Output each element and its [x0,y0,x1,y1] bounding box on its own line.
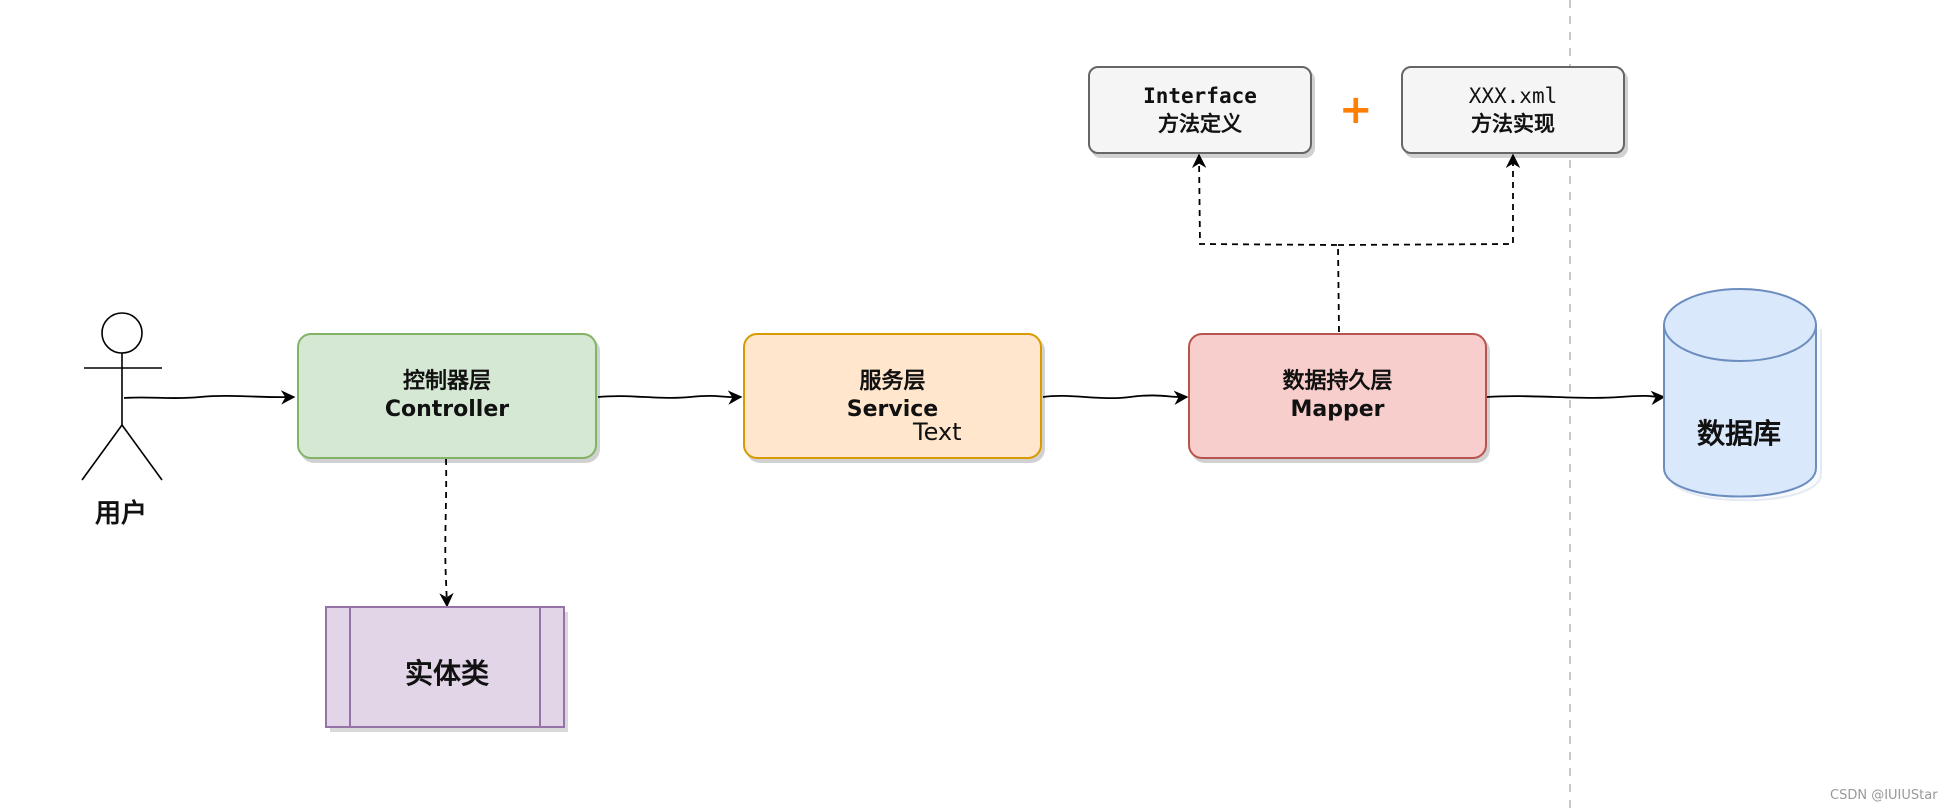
interface-title: Interface [1143,84,1257,108]
service-subtitle: Service [846,397,939,422]
mapper-node[interactable]: 数据持久层 Mapper [1188,333,1487,459]
controller-node[interactable]: 控制器层 Controller [297,333,597,459]
entity-label: 实体类 [405,657,490,690]
database-label: 数据库 [1697,417,1782,450]
arrow-mapper-to-database [1486,390,1666,406]
arrow-user-to-controller [123,390,296,405]
entity-shape [325,606,568,732]
arrow-controller-to-service [597,390,743,405]
watermark: CSDN @IUIUStar [1830,788,1938,803]
service-node[interactable]: 服务层 Service [743,333,1042,459]
controller-subtitle: Controller [384,397,510,422]
service-overlay-text: Text [913,418,962,446]
xml-subtitle: 方法实现 [1471,112,1555,136]
xml-title: XXX.xml [1468,84,1558,108]
user-actor-icon [81,312,163,481]
service-title: 服务层 [859,369,926,394]
user-label: 用户 [95,499,148,529]
arrow-service-to-mapper [1042,390,1189,405]
arrow-controller-to-entity [439,458,454,608]
xml-node[interactable]: XXX.xml 方法实现 [1401,66,1625,154]
controller-title: 控制器层 [402,369,491,394]
mapper-subtitle: Mapper [1290,397,1385,422]
interface-subtitle: 方法定义 [1158,112,1242,136]
interface-node[interactable]: Interface 方法定义 [1088,66,1312,154]
arrow-mapper-to-interface [1191,153,1340,333]
database-icon [1663,288,1822,502]
mapper-title: 数据持久层 [1282,369,1393,394]
plus-sign: + [1339,87,1373,133]
arrow-mapper-to-xml [1337,153,1521,246]
